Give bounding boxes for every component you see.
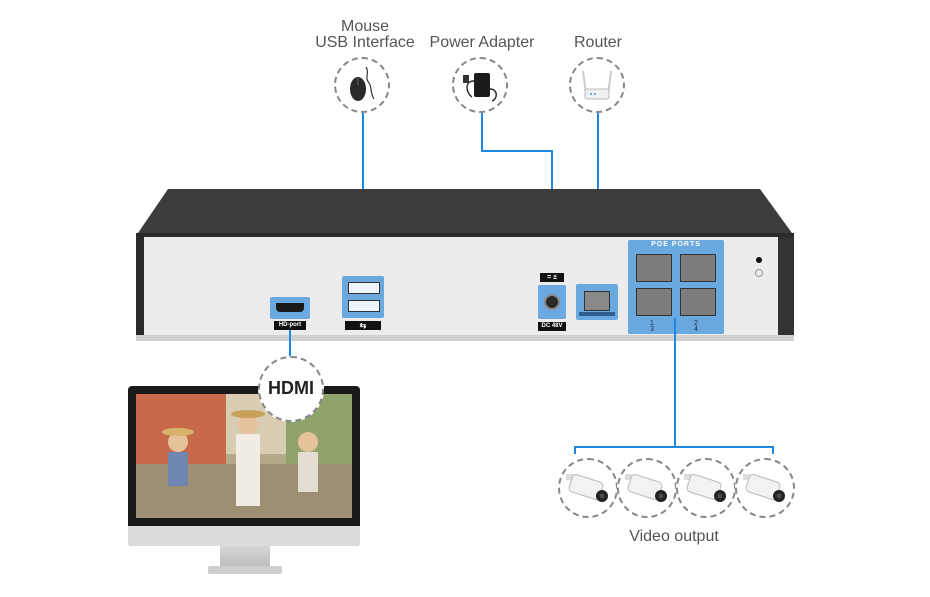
bullet-camera-icon xyxy=(625,474,667,502)
poe-number-2: 2 xyxy=(694,320,698,327)
poe-connector-line xyxy=(674,318,676,448)
power-adapter-circle xyxy=(452,57,508,113)
power-adapter-icon xyxy=(463,73,497,102)
camera-bracket-line xyxy=(574,446,774,448)
hdmi-port-label: HD-port xyxy=(274,321,306,330)
poe-port-2[interactable] xyxy=(680,254,716,282)
bullet-camera-icon xyxy=(684,474,726,502)
power-connector-line-a xyxy=(481,113,483,151)
video-output-caption: Video output xyxy=(629,528,719,545)
hdmi-connector-line xyxy=(289,330,291,358)
monitor xyxy=(128,386,360,546)
reset-button[interactable] xyxy=(755,269,763,277)
poe-number-3: 3 xyxy=(650,326,654,333)
hdmi-badge-text: HDMI xyxy=(268,378,314,398)
router-label: Router xyxy=(573,34,623,51)
poe-port-4[interactable] xyxy=(680,288,716,316)
camera-bracket-right xyxy=(772,446,774,454)
bullet-camera-icon xyxy=(743,474,785,502)
dc-power-port[interactable] xyxy=(538,285,566,319)
bullet-camera-icon xyxy=(566,474,608,502)
camera-3 xyxy=(676,458,736,518)
dc-port-label: DC 48V xyxy=(538,322,566,331)
poe-port-3[interactable] xyxy=(636,288,672,316)
mouse-label-line2: USB Interface xyxy=(315,34,415,51)
hdmi-badge: HDMI xyxy=(258,356,324,422)
poe-number-1: 1 xyxy=(650,320,654,327)
poe-port-1[interactable] xyxy=(636,254,672,282)
poe-number-4: 4 xyxy=(694,326,698,333)
router-icon xyxy=(582,70,612,100)
mouse-icon xyxy=(350,66,375,101)
camera-1 xyxy=(558,458,618,518)
camera-bracket-left xyxy=(574,446,576,454)
camera-2 xyxy=(617,458,677,518)
camera-4 xyxy=(735,458,795,518)
monitor-screen-image xyxy=(136,394,352,518)
poe-panel: POE PORTS 1 2 3 4 xyxy=(628,240,724,334)
poe-title: POE PORTS xyxy=(651,241,701,248)
status-led xyxy=(756,257,762,263)
usb-port-label: ⇆ xyxy=(345,321,381,330)
power-connector-line-b xyxy=(481,150,553,152)
power-adapter-label: Power Adapter xyxy=(429,34,535,51)
router-circle xyxy=(569,57,625,113)
lan-port[interactable] xyxy=(576,284,618,320)
mouse-label-line1: Mouse xyxy=(340,18,390,35)
monitor-base xyxy=(208,566,282,574)
usb-ports[interactable] xyxy=(342,276,384,318)
hdmi-port[interactable] xyxy=(270,297,310,319)
mouse-circle xyxy=(334,57,390,113)
power-symbol: = ± xyxy=(540,273,564,282)
